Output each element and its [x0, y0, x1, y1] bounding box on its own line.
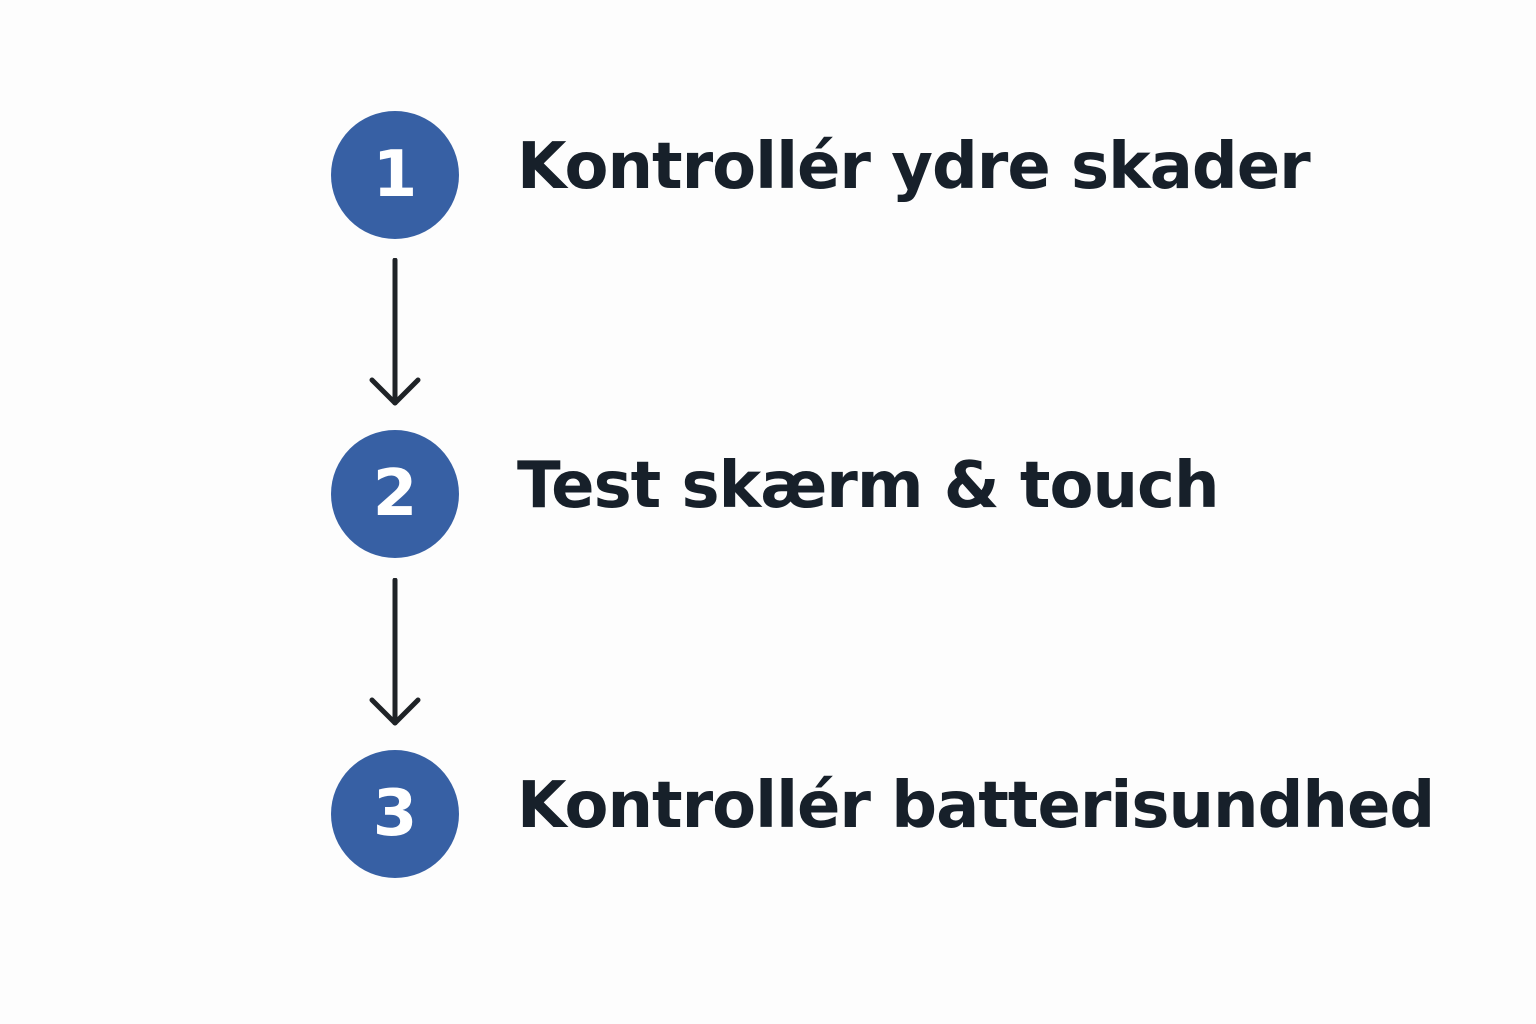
step-1: 1 Kontrollér ydre skader [331, 111, 1311, 239]
step-3-badge: 3 [331, 750, 459, 878]
step-2-number: 2 [372, 457, 418, 531]
step-1-badge: 1 [331, 111, 459, 239]
arrow-down-icon [369, 258, 421, 406]
arrow-down-icon [369, 578, 421, 726]
step-3-label: Kontrollér batterisundhed [517, 769, 1435, 843]
step-3-number: 3 [372, 777, 418, 851]
arrow-head [369, 697, 421, 726]
step-3: 3 Kontrollér batterisundhed [331, 750, 1435, 878]
step-2-label: Test skærm & touch [517, 449, 1219, 523]
step-2: 2 Test skærm & touch [331, 430, 1219, 558]
step-1-label: Kontrollér ydre skader [517, 130, 1311, 204]
step-2-badge: 2 [331, 430, 459, 558]
arrow-head [369, 377, 421, 406]
step-1-number: 1 [372, 138, 418, 212]
